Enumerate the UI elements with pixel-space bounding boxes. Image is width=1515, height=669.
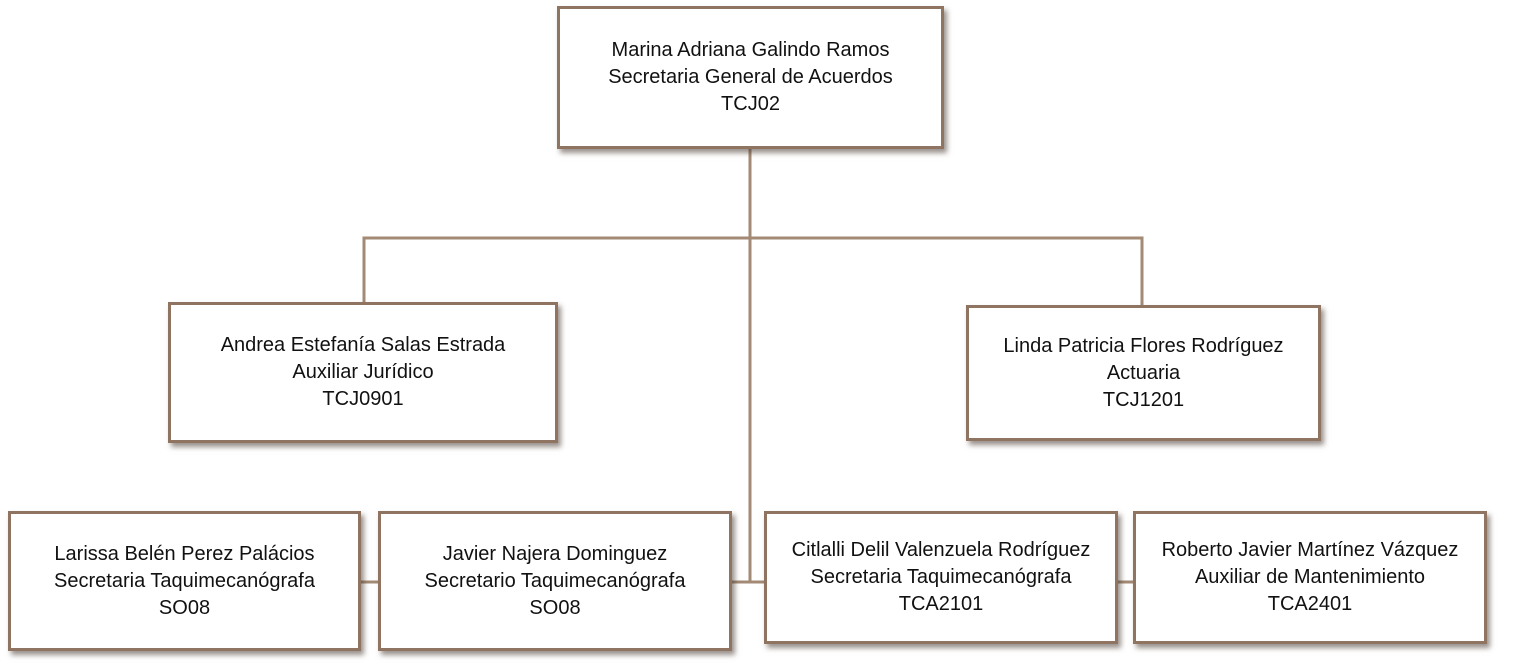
node-role: Secretaria Taquimecanógrafa: [54, 569, 315, 592]
node-code: TCA2401: [1267, 593, 1353, 615]
node-name: Javier Najera Dominguez: [442, 542, 668, 565]
org-node-secretario-taquimecanografa: Javier Najera Dominguez Secretario Taqui…: [378, 511, 732, 651]
node-code: SO08: [529, 596, 581, 619]
node-code: SO08: [158, 596, 211, 619]
org-node-secretaria-taquimecanografa-2: Citlalli Delil Valenzuela Rodríguez Secr…: [764, 511, 1118, 644]
node-role: Actuaria: [1106, 361, 1181, 384]
node-name: Roberto Javier Martínez Vázquez: [1161, 539, 1459, 561]
org-node-auxiliar-mantenimiento: Roberto Javier Martínez Vázquez Auxiliar…: [1133, 511, 1487, 644]
node-code: TCJ0901: [322, 388, 404, 410]
node-role: Secretario Taquimecanógrafa: [424, 569, 686, 592]
org-node-auxiliar-juridico: Andrea Estefanía Salas Estrada Auxiliar …: [168, 302, 558, 443]
node-name: Andrea Estefanía Salas Estrada: [220, 334, 506, 356]
node-name: Larissa Belén Perez Palácios: [54, 542, 315, 565]
node-name: Citlalli Delil Valenzuela Rodríguez: [791, 539, 1091, 561]
node-role: Auxiliar Jurídico: [292, 361, 434, 383]
node-code: TCJ02: [721, 93, 780, 115]
org-node-secretaria-general: Marina Adriana Galindo Ramos Secretaria …: [557, 6, 944, 149]
node-role: Auxiliar de Mantenimiento: [1194, 566, 1426, 588]
org-node-actuaria: Linda Patricia Flores Rodríguez Actuaria…: [966, 305, 1321, 441]
node-role: Secretaria Taquimecanógrafa: [810, 566, 1072, 588]
node-name: Marina Adriana Galindo Ramos: [611, 39, 890, 61]
node-name: Linda Patricia Flores Rodríguez: [1003, 334, 1284, 357]
node-code: TCJ1201: [1102, 388, 1185, 411]
node-code: TCA2101: [898, 593, 984, 615]
node-role: Secretaria General de Acuerdos: [608, 66, 893, 88]
org-node-secretaria-taquimecanografa-1: Larissa Belén Perez Palácios Secretaria …: [8, 511, 361, 651]
